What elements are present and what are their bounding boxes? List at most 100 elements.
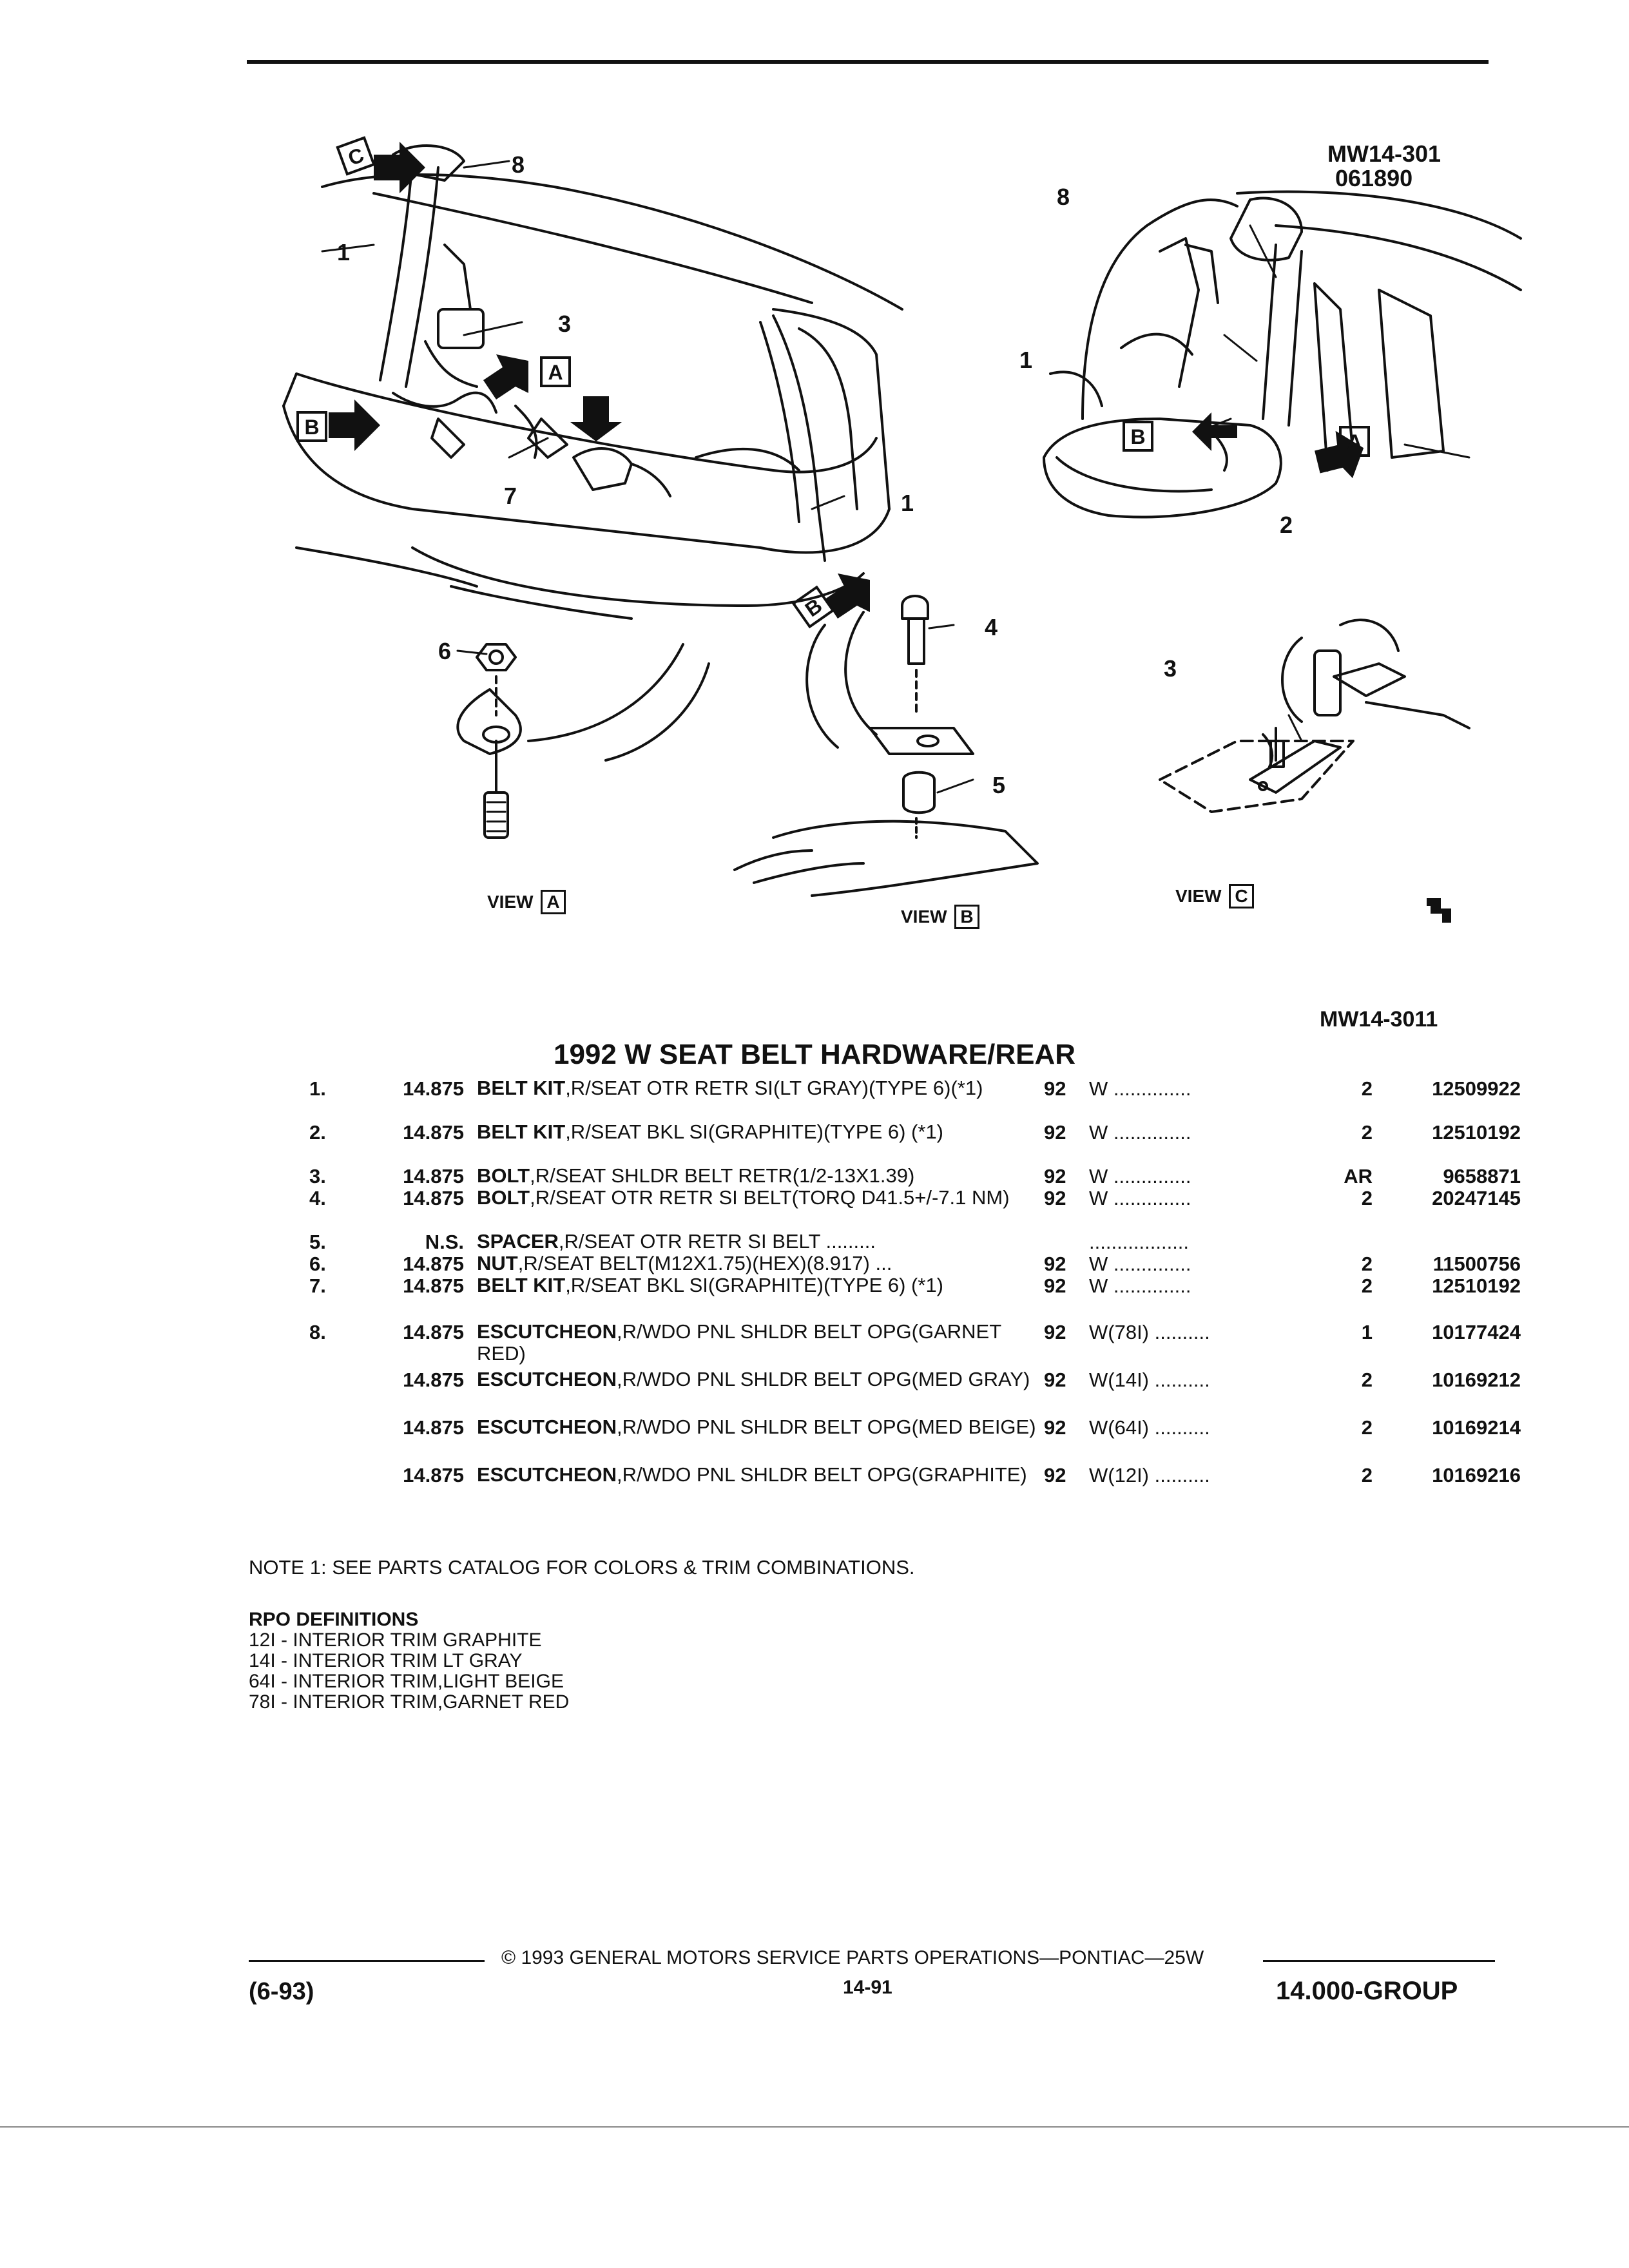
series: W .............. <box>1089 1165 1191 1187</box>
callout-box-a-2: A <box>1347 430 1362 454</box>
ref-number-8: 8 <box>512 151 525 178</box>
description: BELT KIT,R/SEAT OTR RETR SI(LT GRAY)(TYP… <box>477 1077 1044 1099</box>
year: 92 <box>1044 1121 1066 1144</box>
rpo-definitions: RPO DEFINITIONS 12I - INTERIOR TRIM GRAP… <box>249 1610 569 1713</box>
part-desc: ,R/SEAT BELT(M12X1.75)(HEX)(8.917) ... <box>517 1252 892 1274</box>
bucket-seat-drawing <box>1043 190 1522 519</box>
group-number: 14.875 <box>403 1321 464 1343</box>
part-number: 12510192 <box>1432 1121 1521 1144</box>
page-title: 1992 W SEAT BELT HARDWARE/REAR <box>553 1039 1075 1070</box>
part-name: BELT KIT <box>477 1077 566 1099</box>
series: .................. <box>1089 1231 1190 1253</box>
part-name: NUT <box>477 1252 518 1274</box>
part-name: BOLT <box>477 1164 530 1187</box>
part-desc: ,R/SEAT OTR RETR SI BELT(TORQ D41.5+/-7.… <box>530 1186 1010 1209</box>
year: 92 <box>1044 1464 1066 1487</box>
part-number: 10169212 <box>1432 1369 1521 1391</box>
year-value: 92 <box>1044 1187 1066 1209</box>
part-desc: ,R/WDO PNL SHLDR BELT OPG(GARNET RED) <box>477 1320 1001 1365</box>
ref-number-7: 7 <box>504 483 517 509</box>
group-number: 14.875 <box>403 1165 464 1187</box>
part-name: ESCUTCHEON <box>477 1463 617 1486</box>
table-row: 1. 14.875 BELT KIT,R/SEAT OTR RETR SI(LT… <box>290 1077 1521 1121</box>
quantity: 2 <box>1361 1274 1373 1297</box>
footer-page-number: 14-91 <box>843 1977 892 1998</box>
quantity: 2 <box>1361 1464 1373 1486</box>
item-number: 3. <box>309 1165 326 1187</box>
part-desc: ,R/SEAT BKL SI(GRAPHITE)(TYPE 6) (*1) <box>565 1120 944 1143</box>
group-number: N.S. <box>425 1231 464 1253</box>
part-number: 9658871 <box>1443 1165 1521 1187</box>
description: NUT,R/SEAT BELT(M12X1.75)(HEX)(8.917) ..… <box>477 1253 1044 1274</box>
ref-number-3: 3 <box>558 311 572 337</box>
table-row: 7. 14.875 BELT KIT,R/SEAT BKL SI(GRAPHIT… <box>290 1274 1521 1321</box>
ref-number-8: 8 <box>1057 184 1070 210</box>
quantity: 1 <box>1361 1321 1373 1343</box>
view-b-box: B <box>954 905 979 929</box>
view-a-label: VIEW A <box>487 890 566 914</box>
quantity: 2 <box>1361 1121 1373 1144</box>
table-row: 14.875 ESCUTCHEON,R/WDO PNL SHLDR BELT O… <box>290 1463 1521 1512</box>
year: 92 <box>1044 1165 1066 1188</box>
rpo-heading: RPO DEFINITIONS <box>249 1609 419 1630</box>
part-name: BELT KIT <box>477 1120 566 1143</box>
quantity: 2 <box>1361 1369 1373 1391</box>
part-name: BELT KIT <box>477 1274 566 1296</box>
footer-group: 14.000-GROUP <box>1276 1977 1458 2005</box>
part-desc: ,R/WDO PNL SHLDR BELT OPG(GRAPHITE) <box>617 1463 1027 1486</box>
ref-number-6: 6 <box>438 638 452 664</box>
series: W(14I) .......... <box>1089 1369 1210 1391</box>
seat-belt-exploded-diagram: C B A A B B <box>282 136 1522 897</box>
view-c-drawing <box>1159 619 1470 813</box>
part-name: BOLT <box>477 1186 530 1209</box>
series: W .............. <box>1089 1077 1191 1100</box>
group-number: 14.875 <box>403 1274 464 1297</box>
view-b-label: VIEW B <box>901 905 979 929</box>
part-number: 10169216 <box>1432 1464 1521 1486</box>
item-number: 4. <box>309 1187 326 1209</box>
year-value: 92 <box>1044 1165 1066 1187</box>
year: 92 <box>1044 1274 1066 1298</box>
ref-number-1: 1 <box>337 239 351 265</box>
description: SPACER,R/SEAT OTR RETR SI BELT ......... <box>477 1231 1044 1253</box>
table-row: 6. 14.875 NUT,R/SEAT BELT(M12X1.75)(HEX)… <box>290 1253 1521 1276</box>
table-row: 3. 14.875 BOLT,R/SEAT SHLDR BELT RETR(1/… <box>290 1164 1521 1188</box>
description: ESCUTCHEON,R/WDO PNL SHLDR BELT OPG(MED … <box>477 1416 1044 1438</box>
ref-number-4: 4 <box>985 614 998 640</box>
part-number: 10177424 <box>1432 1321 1521 1343</box>
series: W(12I) .......... <box>1089 1464 1210 1486</box>
part-desc: ,R/WDO PNL SHLDR BELT OPG(MED BEIGE) <box>617 1416 1036 1438</box>
part-number: 12510192 <box>1432 1274 1521 1297</box>
description: ESCUTCHEON,R/WDO PNL SHLDR BELT OPG(GARN… <box>477 1321 1044 1365</box>
group-number: 14.875 <box>403 1253 464 1275</box>
figure-date: 061890 <box>1335 165 1413 191</box>
callout-box-a: A <box>548 361 563 384</box>
view-a-drawing <box>456 643 710 839</box>
callout-box-b: B <box>304 416 319 439</box>
table-row: 5. N.S. SPACER,R/SEAT OTR RETR SI BELT .… <box>290 1231 1514 1254</box>
description: ESCUTCHEON,R/WDO PNL SHLDR BELT OPG(MED … <box>477 1369 1044 1390</box>
description: BELT KIT,R/SEAT BKL SI(GRAPHITE)(TYPE 6)… <box>477 1274 1044 1296</box>
quantity: 2 <box>1361 1077 1373 1100</box>
year: 92 <box>1044 1187 1066 1210</box>
callout-box-c: C <box>345 143 367 170</box>
part-desc: ,R/SEAT BKL SI(GRAPHITE)(TYPE 6) (*1) <box>565 1274 944 1296</box>
group-number: 14.875 <box>403 1369 464 1391</box>
rpo-item: 78I - INTERIOR TRIM,GARNET RED <box>249 1691 570 1713</box>
year-value: 92 <box>1044 1321 1066 1343</box>
part-number: 12509922 <box>1432 1077 1521 1100</box>
series: W(78I) .......... <box>1089 1321 1210 1343</box>
series: W .............. <box>1089 1274 1191 1297</box>
description: BELT KIT,R/SEAT BKL SI(GRAPHITE)(TYPE 6)… <box>477 1121 1044 1143</box>
quantity: 2 <box>1361 1187 1373 1209</box>
quantity: 2 <box>1361 1253 1373 1275</box>
year: 92 <box>1044 1416 1066 1439</box>
description: BOLT,R/SEAT OTR RETR SI BELT(TORQ D41.5+… <box>477 1187 1044 1209</box>
ref-number-2: 2 <box>1280 512 1293 538</box>
item-number: 1. <box>309 1077 326 1100</box>
view-c-label: VIEW C <box>1175 884 1254 908</box>
catalog-note: NOTE 1: SEE PARTS CATALOG FOR COLORS & T… <box>249 1556 915 1579</box>
part-desc: ,R/WDO PNL SHLDR BELT OPG(MED GRAY) <box>617 1368 1030 1390</box>
parts-table: 1. 14.875 BELT KIT,R/SEAT OTR RETR SI(LT… <box>290 1077 1521 1512</box>
ref-number-5: 5 <box>992 772 1006 798</box>
